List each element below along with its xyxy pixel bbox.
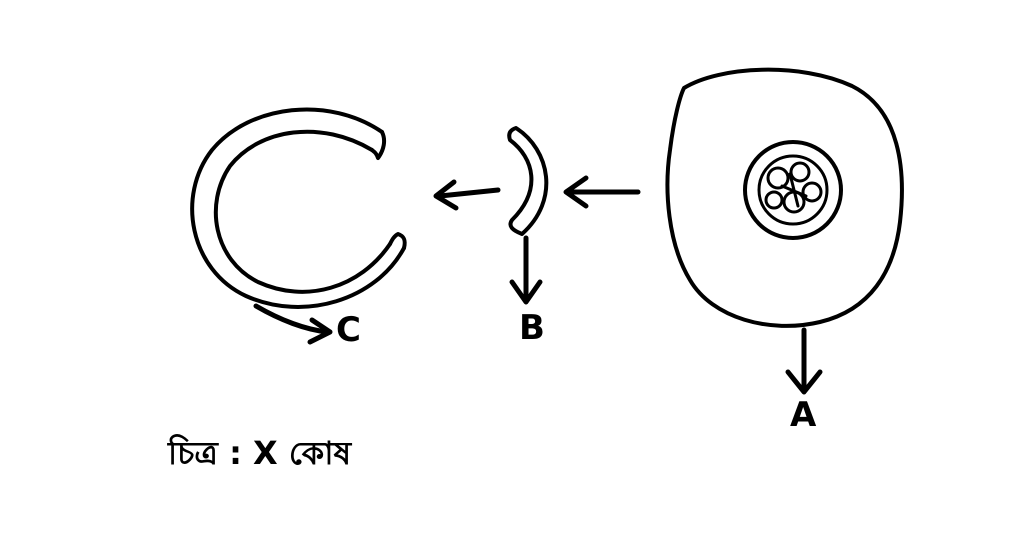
arrow-cell-to-b xyxy=(563,175,641,209)
structure-c-end-top xyxy=(370,130,387,160)
figure-caption: চিত্র : X কোষ xyxy=(168,434,352,472)
nucleus-inner xyxy=(757,154,829,226)
arrow-to-c xyxy=(253,303,333,345)
cell-outline xyxy=(665,67,904,328)
label-c: C xyxy=(336,310,361,350)
label-b: B xyxy=(519,308,545,348)
chromatin-mass xyxy=(764,161,823,214)
label-a: A xyxy=(790,395,817,435)
structure-c-end-bottom xyxy=(388,232,407,250)
arrow-to-b xyxy=(509,235,543,305)
structure-b xyxy=(507,126,549,236)
structure-c xyxy=(190,107,406,309)
nucleus-outer xyxy=(743,140,843,240)
structure-c-inner xyxy=(213,129,392,294)
arrow-to-a xyxy=(785,327,823,395)
arrow-b-to-c xyxy=(433,179,501,211)
